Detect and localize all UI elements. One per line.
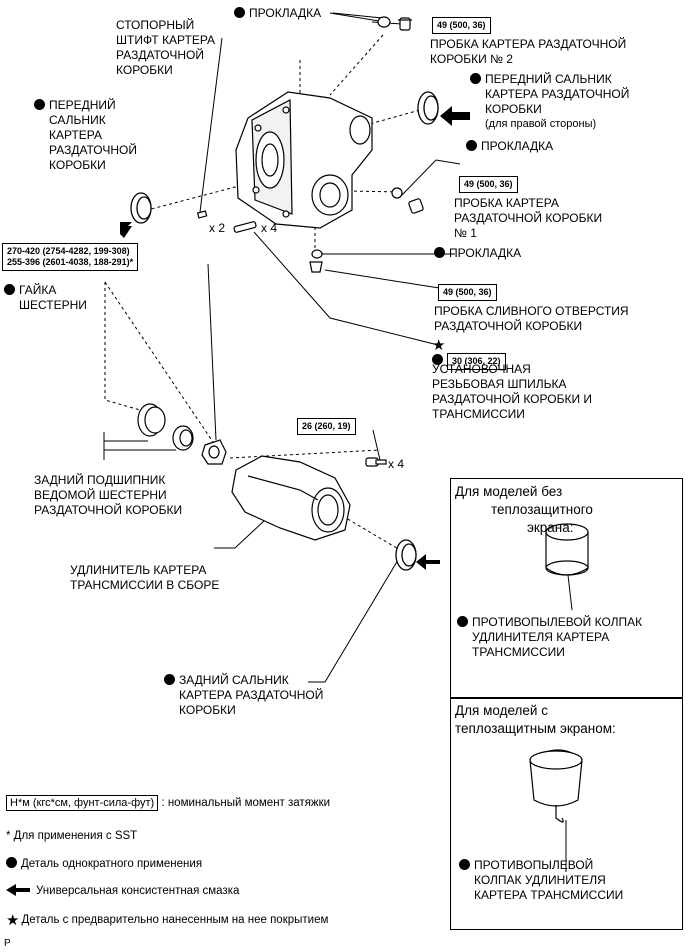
single-use-icon bbox=[470, 73, 481, 84]
single-use-icon bbox=[466, 140, 477, 151]
single-use-icon bbox=[4, 284, 15, 295]
gasket-drain-label: ПРОКЛАДКА bbox=[434, 246, 521, 261]
single-use-icon bbox=[459, 859, 470, 870]
nut-label: ГАЙКА ШЕСТЕРНИ bbox=[4, 283, 87, 313]
single-use-icon bbox=[34, 99, 45, 110]
torque-key-box: Н*м (кгс*см, фунт-сила-фут) bbox=[6, 795, 159, 811]
front-seal-left-label: ПЕРЕДНИЙ САЛЬНИК КАРТЕРА РАЗДАТОЧНОЙ КОР… bbox=[34, 98, 137, 173]
legend-sst-note: * Для применения с SST bbox=[6, 830, 138, 842]
panel-without-shield-title: Для моделей без теплозащитного экрана: bbox=[455, 484, 593, 535]
gasket-mid-label: ПРОКЛАДКА bbox=[466, 139, 553, 154]
dust-cover-label-b: ПРОТИВОПЫЛЕВОЙ КОЛПАК УДЛИНИТЕЛЯ КАРТЕРА… bbox=[459, 858, 623, 903]
panel-with-heat-shield: Для моделей с теплозащитным экраном: ПРО… bbox=[450, 697, 683, 930]
legend-grease: Универсальная консистентная смазка bbox=[6, 884, 239, 897]
single-use-icon bbox=[234, 7, 245, 18]
legend-single-use: Деталь однократного применения bbox=[6, 857, 202, 870]
plug1-torque: 49 (500, 36) bbox=[459, 176, 518, 193]
rear-seal-label: ЗАДНИЙ САЛЬНИК КАРТЕРА РАЗДАТОЧНОЙ КОРОБ… bbox=[164, 673, 323, 718]
drain-plug-torque: 49 (500, 36) bbox=[438, 284, 497, 301]
bolt-quantity: x 4 bbox=[388, 457, 405, 471]
legend-precoated: ★Деталь с предварительно нанесенным на н… bbox=[6, 912, 329, 929]
single-use-icon bbox=[432, 354, 443, 365]
stud-quantity: x 4 bbox=[261, 221, 278, 235]
star-icon: ★ bbox=[432, 337, 446, 354]
single-use-icon bbox=[457, 616, 468, 627]
dust-cover-label-a: ПРОТИВОПЫЛЕВОЙ КОЛПАК УДЛИНИТЕЛЯ КАРТЕРА… bbox=[457, 615, 642, 660]
single-use-icon bbox=[434, 247, 445, 258]
gasket-top-label: ПРОКЛАДКА bbox=[234, 6, 321, 21]
star-icon: ★ bbox=[6, 912, 20, 929]
corner-mark: P bbox=[4, 938, 11, 949]
single-use-icon bbox=[164, 674, 175, 685]
filled-circle-icon bbox=[6, 857, 17, 868]
bolt-torque: 26 (260, 19) bbox=[297, 418, 356, 435]
stud-torque-row: ★30 (306, 22) bbox=[432, 338, 506, 370]
plug2-torque: 49 (500, 36) bbox=[432, 17, 491, 34]
panel-with-shield-title: Для моделей с теплозащитным экраном: bbox=[455, 703, 616, 736]
panel-without-heat-shield: Для моделей без теплозащитного экрана: П… bbox=[450, 478, 683, 699]
pin-quantity: x 2 bbox=[209, 221, 226, 235]
legend-torque: Н*м (кгс*см, фунт-сила-фут) : номинальны… bbox=[6, 795, 330, 811]
grease-arrow-icon bbox=[6, 884, 30, 896]
nut-torque: 270-420 (2754-4282, 199-308) 255-396 (26… bbox=[2, 243, 139, 271]
front-seal-right-label: ПЕРЕДНИЙ САЛЬНИК КАРТЕРА РАЗДАТОЧНОЙ КОР… bbox=[470, 72, 629, 132]
